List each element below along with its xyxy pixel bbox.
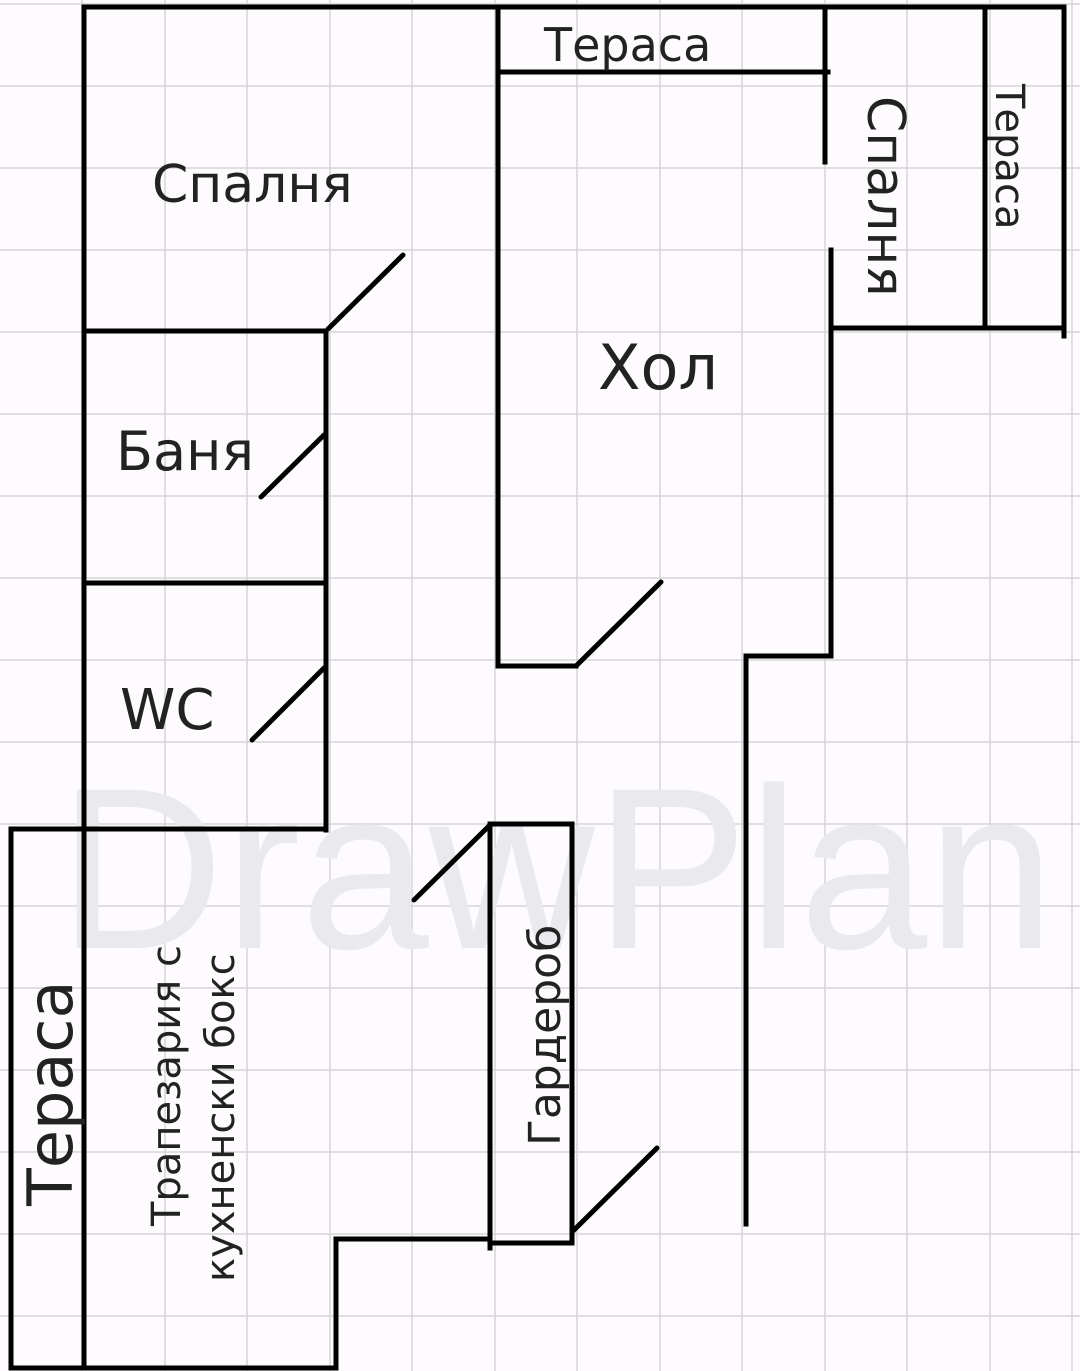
doors: [249, 252, 664, 1234]
room-label-bedroom-left: Спалня: [152, 155, 353, 215]
room-label-terrace-right: Тераса: [986, 83, 1032, 229]
room-labels: Спалня Тераса Спалня Тераса Хол Баня WC …: [14, 18, 1032, 1282]
door-living: [573, 579, 664, 669]
room-label-living-room: Хол: [598, 331, 718, 404]
room-label-bathroom: Баня: [116, 420, 254, 483]
door-wc: [249, 665, 327, 743]
room-label-bedroom-right: Спалня: [855, 96, 915, 297]
room-label-wardrobe: Гардероб: [520, 925, 571, 1146]
door-dining: [411, 822, 493, 903]
door-bathroom: [258, 432, 327, 500]
door-bedroom-left: [325, 252, 406, 332]
walls: [8, 4, 1067, 1371]
room-label-dining-line2: кухненски бокс: [198, 953, 244, 1282]
room-label-terrace-left: Тераса: [14, 981, 87, 1207]
room-label-terrace-top: Тераса: [543, 18, 711, 72]
room-label-wc: WC: [120, 678, 214, 743]
door-wardrobe: [570, 1145, 660, 1234]
watermark: DrawPlan: [58, 740, 1055, 997]
room-label-dining-line1: Трапезария с: [144, 945, 190, 1227]
